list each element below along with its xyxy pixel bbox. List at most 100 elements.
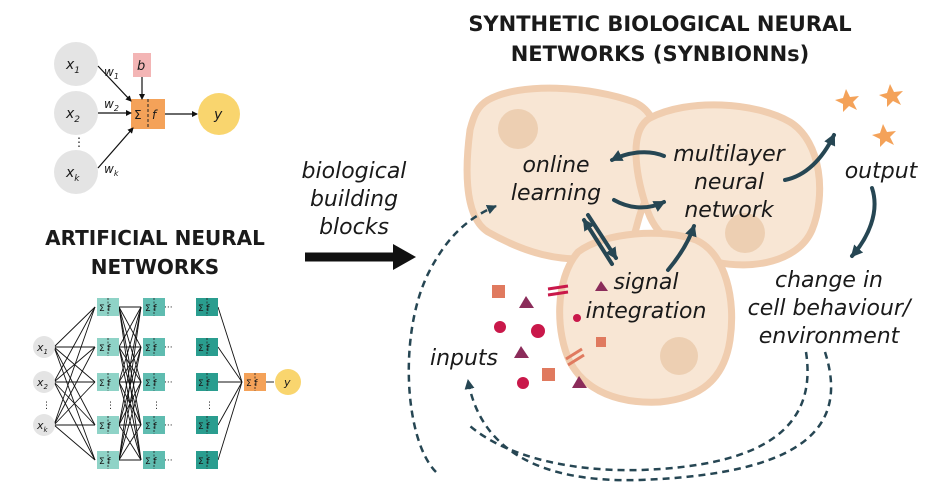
network-edge xyxy=(118,306,142,383)
network-layer-ellipsis: ··· xyxy=(164,421,173,431)
network-node-label: Σ f xyxy=(145,344,158,354)
network-node-label: Σ f xyxy=(145,304,158,314)
weight-arrow xyxy=(97,127,134,169)
circle-molecule xyxy=(494,321,506,333)
network-input-label: xk xyxy=(36,419,49,434)
dashed-arrow-to-online-learning xyxy=(407,204,497,473)
online-learning-label-line2: learning xyxy=(511,181,601,206)
online-learning-label-line1: online xyxy=(522,153,589,178)
perceptron-input-node xyxy=(54,91,98,135)
cell-multilayer xyxy=(632,101,824,269)
network-edge xyxy=(217,306,243,383)
receptor xyxy=(565,347,583,361)
arrow-multilayer-to-output xyxy=(783,133,836,182)
network-node-label: Σ f xyxy=(198,422,211,432)
arrow-output-to-change xyxy=(850,186,877,258)
triangle-molecule xyxy=(519,296,534,308)
network-node-label: Σ f xyxy=(99,457,112,467)
multilayer-label-line3: network xyxy=(684,198,775,223)
network-node-label: Σ f xyxy=(145,457,158,467)
perceptron-input-node xyxy=(54,150,98,194)
square-molecule xyxy=(542,368,555,381)
network-input-node xyxy=(33,336,55,358)
output-label: output xyxy=(845,159,919,184)
network-edge xyxy=(118,424,142,461)
weight-arrow xyxy=(97,65,132,102)
network-node-label: Σ f xyxy=(99,304,112,314)
receptor xyxy=(547,284,569,291)
network-node-label: Σ f xyxy=(99,379,112,389)
nucleus xyxy=(660,337,698,375)
multilayer-label-line2: neural xyxy=(694,170,764,195)
network-column-ellipsis: ⋮ xyxy=(152,401,161,411)
network-output-y-node xyxy=(275,369,301,395)
arrow-online-to-multilayer xyxy=(612,198,666,212)
cells-group xyxy=(463,84,824,406)
star-molecule xyxy=(879,84,903,107)
receptor xyxy=(547,290,569,297)
synbio-title-line2: NETWORKS (SYNBIONNs) xyxy=(511,42,810,66)
perceptron-output-node xyxy=(198,93,240,135)
circle-molecule xyxy=(573,314,581,322)
network-edge xyxy=(217,381,243,426)
perceptron-diagram: x1 x2 xk ⋮ b Σ f y w1 w2 wk xyxy=(54,42,240,194)
circle-molecule xyxy=(517,377,529,389)
network-layer-ellipsis: ··· xyxy=(164,303,173,313)
arrow-multilayer-to-online xyxy=(610,150,666,162)
network-node-label: Σ f xyxy=(99,422,112,432)
bias-label: b xyxy=(137,59,145,74)
network-node-label: Σ f xyxy=(145,379,158,389)
square-molecule xyxy=(492,285,505,298)
network-edge xyxy=(53,346,96,426)
building-blocks-arrow-head xyxy=(393,244,416,270)
perceptron-input-label: x2 xyxy=(65,106,80,125)
square-molecule xyxy=(596,337,606,347)
activation-label: f xyxy=(152,108,158,122)
network-edge xyxy=(53,306,96,383)
arrow-signal-to-multilayer xyxy=(666,224,697,272)
dashed-arrow-change-to-inputs xyxy=(464,351,833,482)
nucleus xyxy=(725,213,765,253)
nucleus xyxy=(498,109,538,149)
ann-title-line2: NETWORKS xyxy=(91,255,219,279)
triangle-molecule xyxy=(514,346,529,358)
multilayer-label-line1: multilayer xyxy=(673,142,786,167)
triangle-molecule xyxy=(572,376,587,388)
network-input-node xyxy=(33,371,55,393)
output-molecules xyxy=(835,84,903,147)
network-layer-ellipsis: ··· xyxy=(164,378,173,388)
network-edge xyxy=(118,381,142,461)
network-output-y-label: y xyxy=(283,376,291,389)
flow-arrows xyxy=(582,133,877,272)
perceptron-input-label: x1 xyxy=(65,57,80,76)
arrow-signal-to-online xyxy=(582,218,614,266)
perceptron-ellipsis: ⋮ xyxy=(73,135,85,149)
network-edge xyxy=(118,306,142,348)
network-edge xyxy=(53,381,96,461)
circle-molecule xyxy=(531,324,545,338)
star-molecule xyxy=(872,124,896,147)
weight-label: w2 xyxy=(104,97,119,113)
star-molecule xyxy=(835,89,859,112)
perceptron-output-label: y xyxy=(213,107,223,123)
sum-symbol: Σ xyxy=(134,108,142,122)
perceptron-input-label: xk xyxy=(65,165,80,184)
network-node-label: Σ f xyxy=(198,379,211,389)
network-input-label: x2 xyxy=(36,376,49,391)
network-edge xyxy=(118,306,142,461)
network-layer-ellipsis: ··· xyxy=(164,456,173,466)
building-blocks-label-line3: blocks xyxy=(319,215,389,240)
change-label-line2: cell behaviour/ xyxy=(748,296,913,321)
change-label-line3: environment xyxy=(759,324,901,349)
weight-label: w1 xyxy=(104,65,119,81)
weight-label: wk xyxy=(104,162,119,178)
building-blocks-label-line2: building xyxy=(310,187,398,212)
network-layer-ellipsis: ··· xyxy=(164,343,173,353)
change-label-line1: change in xyxy=(775,268,883,293)
network-node-label: Σ f xyxy=(145,422,158,432)
network-edge xyxy=(118,306,142,426)
signal-integration-label-line2: integration xyxy=(586,299,707,324)
bias-node xyxy=(133,53,151,77)
